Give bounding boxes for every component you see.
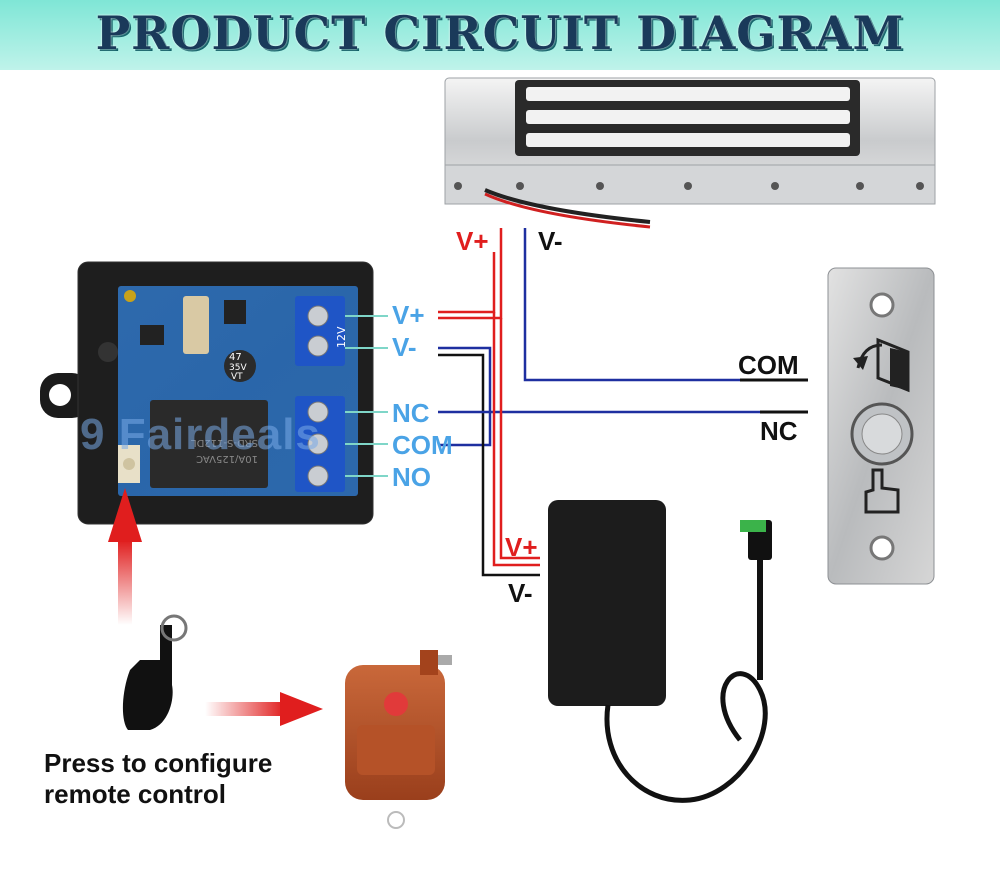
hand-press-icon [108,488,188,730]
terminal-12v-label: 12V [335,326,348,348]
board-terminal-no: NO [392,462,431,492]
arrow-to-remote [205,692,323,726]
svg-text:VT: VT [231,372,243,382]
power-wire-negative: V- [508,578,533,608]
finger-icon [864,468,900,514]
watermark: 9 Fairdeals [80,410,321,459]
board-terminal-vminus: V- [392,332,417,362]
power-wire-positive: V+ [505,532,538,562]
wiring [438,228,808,577]
board-terminal-nc: NC [392,398,430,428]
relay-text: SRD-S-112DL [191,437,258,448]
title-banner: PRODUCT CIRCUIT DIAGRAM [0,0,1000,70]
svg-text:10A/125VAC: 10A/125VAC [196,453,258,464]
relay-board: 47 35V VT SRD-S-112DL 10A/125VAC 12V [40,261,388,525]
remote-fob [345,650,452,829]
caption-line-1: Press to configure [44,748,273,778]
caption-line-2: remote control [44,779,227,809]
lock-wire-positive: V+ [456,226,489,256]
page-title: PRODUCT CIRCUIT DIAGRAM [95,6,905,60]
exit-button-nc-label: NC [760,416,798,446]
board-terminal-vplus: V+ [392,300,425,330]
magnetic-lock [444,77,936,229]
exit-button-com-label: COM [738,350,799,380]
power-adapter [548,500,772,803]
board-terminal-com: COM [392,430,453,460]
svg-text:35V: 35V [229,363,247,373]
capacitor-label: 47 [229,352,242,363]
exit-button [827,267,935,585]
lock-wire-negative: V- [538,226,563,256]
configure-caption: Press to configure remote control [44,748,272,810]
